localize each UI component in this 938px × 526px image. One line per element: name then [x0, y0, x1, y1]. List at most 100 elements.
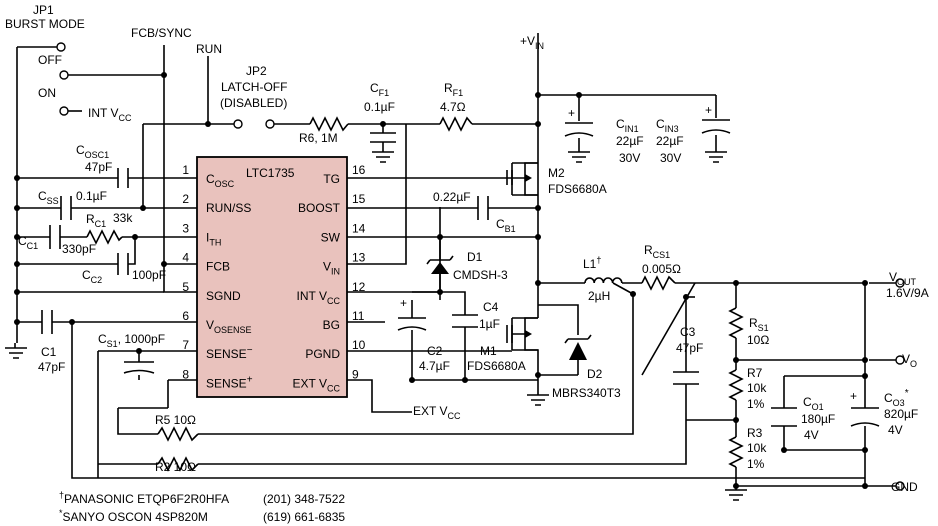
d2-name: D2 — [587, 367, 603, 381]
pin-number-2: 2 — [182, 192, 189, 206]
pin-label-right-9: EXT VCC — [293, 376, 341, 393]
pin-label-left-7: SENSE− — [206, 345, 253, 361]
gnd-label: GND — [891, 480, 918, 494]
rf1-name: RF1 — [444, 81, 463, 98]
cc1-name: CC1 — [18, 234, 38, 251]
svg-text:+: + — [568, 106, 575, 120]
m2-part: FDS6680A — [548, 182, 607, 196]
co1-value1: 180µF — [801, 412, 835, 426]
rs1-value: 10Ω — [747, 333, 769, 347]
ic-name: LTC1735 — [246, 166, 295, 180]
d1-name: D1 — [467, 250, 483, 264]
cc2-name: CC2 — [82, 268, 102, 285]
css-value: 0.1µF — [76, 189, 107, 203]
c4-name: C4 — [483, 300, 499, 314]
junction-dots — [14, 72, 868, 489]
rs1-name: RS1 — [749, 316, 769, 333]
pin-label-left-6: VOSENSE — [206, 318, 252, 335]
run-label: RUN — [196, 42, 222, 56]
labels: JP1 BURST MODE OFF ON INT VCC FCB/SYNC R… — [5, 3, 929, 494]
rcs1-value: 0.005Ω — [642, 262, 681, 276]
cf1-name: CF1 — [370, 81, 389, 98]
d2-part: MBRS340T3 — [552, 386, 621, 400]
cin1-value1: 22µF — [616, 134, 644, 148]
pin-label-left-2: RUN/SS — [206, 201, 251, 215]
jp2-latchoff: LATCH-OFF — [221, 80, 287, 94]
rc1-name: RC1 — [86, 212, 106, 229]
svg-text:+: + — [705, 103, 712, 117]
vo-label: VO — [902, 352, 917, 369]
cin3-value2: 30V — [660, 151, 681, 165]
l1-value: 2µH — [588, 289, 610, 303]
jp2-title: JP2 — [246, 64, 267, 78]
jp1-int-vcc-label: INT VCC — [88, 106, 132, 123]
pin-number-3: 3 — [182, 221, 189, 235]
cc1-value: 330pF — [62, 242, 96, 256]
diode-d1 — [426, 255, 454, 292]
pin-number-12: 12 — [352, 280, 366, 294]
co3-value1: 820µF — [884, 407, 918, 421]
cosc1-name: COSC1 — [76, 143, 109, 160]
r2-label: R2 10Ω — [155, 460, 196, 474]
pin-number-8: 8 — [182, 367, 189, 381]
pin-number-14: 14 — [352, 221, 366, 235]
vout-label: VOUT — [889, 270, 917, 287]
pin-label-right-13: VIN — [323, 260, 340, 277]
cin3-name: CIN3 — [656, 117, 679, 134]
co3-name: CO3* — [884, 388, 909, 408]
r7-value1: 10k — [747, 381, 767, 395]
cin3-value1: 22µF — [656, 134, 684, 148]
m2-name: M2 — [548, 166, 565, 180]
pin-number-9: 9 — [352, 367, 359, 381]
ltc1735-ic: LTC1735 — [196, 156, 348, 398]
pin-label-left-4: FCB — [206, 260, 230, 274]
cc2-value: 100pF — [132, 268, 166, 282]
c3-value: 47pF — [676, 341, 703, 355]
svg-text:+: + — [400, 296, 407, 310]
rc1-value: 33k — [113, 211, 133, 225]
cin1-value2: 30V — [619, 151, 640, 165]
r7-name: R7 — [747, 366, 763, 380]
r3-value2: 1% — [747, 457, 765, 471]
wiring — [14, 45, 900, 490]
jp1-off-label: OFF — [38, 53, 62, 67]
pin-label-right-14: SW — [321, 230, 341, 244]
pin-label-left-3: ITH — [206, 230, 221, 247]
rf1-value: 4.7Ω — [440, 100, 466, 114]
footnotes: †PANASONIC ETQP6F2R0HFA (201) 348-7522 *… — [59, 490, 345, 524]
vin-label: +VIN — [520, 34, 544, 51]
r7-value2: 1% — [747, 397, 765, 411]
mosfet-m1 — [506, 317, 538, 351]
cin1-name: CIN1 — [616, 117, 639, 134]
pin-label-right-15: BOOST — [298, 201, 341, 215]
co1-value2: 4V — [804, 428, 819, 442]
vout-value: 1.6V/9A — [886, 286, 929, 300]
mosfet-m2 — [506, 162, 538, 196]
ic-pins: 1COSC2RUN/SS3ITH4FCB5SGND6VOSENSE7SENSE−… — [182, 163, 365, 393]
cf1-value: 0.1µF — [364, 100, 395, 114]
jumper-terminals — [56, 42, 905, 491]
pin-number-5: 5 — [182, 280, 189, 294]
rcs1-name: RCS1 — [644, 243, 670, 260]
resistor-symbols — [86, 116, 744, 472]
pin-label-right-16: TG — [323, 172, 340, 186]
l1-name: L1† — [583, 255, 601, 271]
pin-number-13: 13 — [352, 251, 366, 265]
ext-vcc-label: EXT VCC — [413, 404, 461, 421]
jp1-title: JP1 — [33, 3, 54, 17]
c1-value: 47pF — [38, 360, 65, 374]
footnote-1-phone: (201) 348-7522 — [263, 492, 345, 506]
c1-name: C1 — [41, 345, 57, 359]
cb1-name: CB1 — [496, 217, 516, 234]
pin-number-1: 1 — [182, 163, 189, 177]
css-name: CSS — [38, 189, 59, 206]
co1-name: CO1 — [803, 395, 824, 412]
pin-label-left-8: SENSE+ — [206, 374, 253, 390]
r5-label: R5 10Ω — [155, 413, 196, 427]
pin-number-11: 11 — [352, 309, 365, 323]
pin-label-right-10: PGND — [305, 347, 340, 361]
pin-label-left-1: COSC — [206, 172, 235, 189]
m1-name: M1 — [480, 344, 497, 358]
c3-name: C3 — [680, 325, 696, 339]
